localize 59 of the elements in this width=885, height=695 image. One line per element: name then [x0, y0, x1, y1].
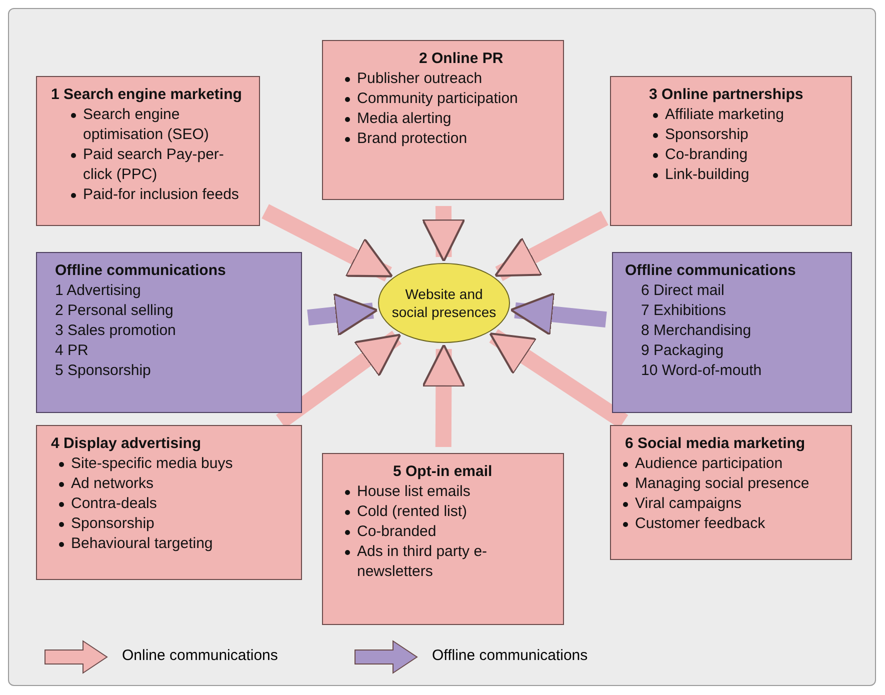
list-item: 1 Advertising	[54, 281, 142, 301]
box-heading: 3 Online partnerships	[648, 85, 804, 105]
list-item: Co-branded	[333, 522, 553, 542]
list-item: Search engine optimisation (SEO)	[47, 105, 249, 145]
box-heading: 2 Online PR	[418, 49, 504, 69]
list-item: 6 Direct mail	[640, 281, 726, 301]
list-item: Cold (rented list)	[333, 502, 553, 522]
list-item: Publisher outreach	[333, 69, 553, 89]
offline-box	[612, 252, 852, 413]
block-arrow	[422, 344, 466, 448]
list-item: 8 Merchandising	[640, 321, 752, 341]
list-item: 5 Sponsorship	[54, 361, 152, 381]
list-item: Co-branding	[621, 145, 841, 165]
list-item: Paid search Pay-per-click (PPC)	[47, 145, 249, 185]
list-item: Behavioural targeting	[47, 534, 291, 554]
list-item: 2 Personal selling	[54, 301, 174, 321]
block-arrow	[510, 292, 607, 336]
list-item: Media alerting	[333, 109, 553, 129]
list-item: Ads in third party e-newsletters	[333, 542, 553, 582]
list-item: Viral campaigns	[621, 494, 841, 514]
box-heading: 4 Display advertising	[50, 434, 202, 454]
list-item: House list emails	[333, 482, 553, 502]
list-item: Link-building	[621, 165, 841, 185]
list-item: 10 Word-of-mouth	[640, 361, 763, 381]
list-item: Sponsorship	[47, 514, 291, 534]
list-item: Paid-for inclusion feeds	[47, 185, 249, 205]
offline-box	[36, 252, 302, 413]
block-arrow	[276, 330, 402, 428]
legend-label: Offline communications	[432, 647, 588, 664]
box-heading: Offline communications	[624, 261, 797, 281]
list-item: 9 Packaging	[640, 341, 725, 361]
online-box	[322, 453, 564, 625]
box-heading: 6 Social media marketing	[624, 434, 806, 454]
online-box	[610, 76, 852, 226]
block-arrow	[422, 206, 466, 262]
list-item: 7 Exhibitions	[640, 301, 728, 321]
list-item: Affiliate marketing	[621, 105, 841, 125]
list-item: Site-specific media buys	[47, 454, 291, 474]
online-box	[322, 40, 564, 200]
center-label: Website and social presences	[391, 285, 497, 321]
list-item: Customer feedback	[621, 514, 841, 534]
legend-label: Online communications	[122, 647, 278, 664]
list-item: 3 Sales promotion	[54, 321, 177, 341]
box-heading: Offline communications	[54, 261, 227, 281]
online-box	[36, 425, 302, 580]
online-box	[610, 425, 852, 560]
block-arrow	[494, 210, 608, 281]
list-item: Ad networks	[47, 474, 291, 494]
block-arrow	[262, 204, 394, 282]
box-heading: 1 Search engine marketing	[50, 85, 243, 105]
list-item: Audience participation	[621, 454, 841, 474]
list-item: Community participation	[333, 89, 553, 109]
list-item: Sponsorship	[621, 125, 841, 145]
list-item: Contra-deals	[47, 494, 291, 514]
box-heading: 5 Opt-in email	[392, 462, 494, 482]
list-item: 4 PR	[54, 341, 90, 361]
list-item: Brand protection	[333, 129, 553, 149]
online-box	[36, 76, 260, 226]
list-item: Managing social presence	[621, 474, 841, 494]
